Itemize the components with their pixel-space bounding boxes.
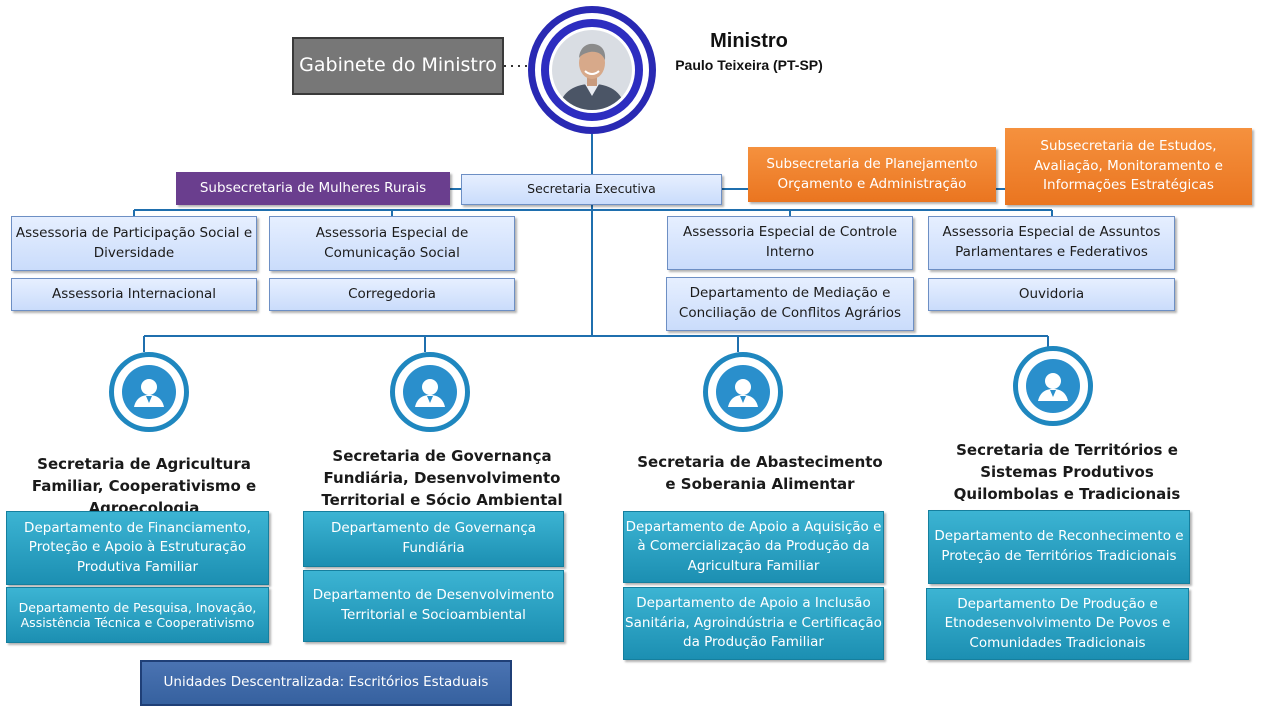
- departamento-2a-label: Departamento de Governança Fundiária: [330, 520, 537, 556]
- departamento-3a-label: Departamento de Apoio a Aquisição e à Co…: [625, 518, 882, 574]
- secretaria-executiva-label: Secretaria Executiva: [527, 181, 656, 197]
- secretaria-3-title: Secretaria de Abastecimento e Soberania …: [637, 453, 883, 493]
- assessoria-controle-label: Assessoria Especial de Controle Interno: [683, 224, 897, 260]
- departamento-2a: Departamento de Governança Fundiária: [303, 511, 564, 567]
- gabinete-box: Gabinete do Ministro: [292, 37, 504, 95]
- minister-title: Ministro: [710, 30, 788, 52]
- secretaria-3-person-icon: [703, 352, 783, 432]
- assessoria-comunicacao-label: Assessoria Especial de Comunicação Socia…: [315, 224, 469, 261]
- corregedoria-label: Corregedoria: [348, 285, 436, 302]
- departamento-4a-label: Departamento de Reconhecimento e Proteçã…: [934, 528, 1184, 564]
- subsecretaria-estudos-label: Subsecretaria de Estudos, Avaliação, Mon…: [1034, 138, 1223, 194]
- subsecretaria-planejamento: Subsecretaria de Planejamento Orçamento …: [748, 147, 996, 202]
- secretaria-4-title: Secretaria de Territórios e Sistemas Pro…: [953, 441, 1181, 503]
- departamento-1b: Departamento de Pesquisa, Inovação, Assi…: [6, 587, 269, 643]
- subsecretaria-estudos: Subsecretaria de Estudos, Avaliação, Mon…: [1005, 128, 1252, 205]
- secretaria-executiva: Secretaria Executiva: [461, 174, 722, 205]
- subsecretaria-mulheres-label: Subsecretaria de Mulheres Rurais: [199, 179, 427, 196]
- minister-name: Paulo Teixeira (PT-SP): [675, 57, 823, 73]
- departamento-mediacao-label: Departamento de Mediação e Conciliação d…: [678, 285, 902, 321]
- assessoria-parlamentares: Assessoria Especial de Assuntos Parlamen…: [928, 216, 1175, 270]
- secretaria-4-person-icon: [1013, 346, 1093, 426]
- departamento-1a-label: Departamento de Financiamento, Proteção …: [24, 519, 251, 575]
- departamento-4b: Departamento De Produção e Etnodesenvolv…: [926, 588, 1189, 660]
- minister-photo-icon: [552, 30, 632, 110]
- assessoria-parlamentares-label: Assessoria Especial de Assuntos Parlamen…: [942, 224, 1161, 260]
- subsecretaria-planejamento-label: Subsecretaria de Planejamento Orçamento …: [766, 155, 978, 192]
- departamento-1a: Departamento de Financiamento, Proteção …: [6, 511, 269, 585]
- departamento-mediacao: Departamento de Mediação e Conciliação d…: [666, 277, 914, 331]
- subsecretaria-mulheres-rurais: Subsecretaria de Mulheres Rurais: [176, 172, 450, 205]
- assessoria-participacao: Assessoria de Participação Social e Dive…: [11, 216, 257, 271]
- departamento-2b-label: Departamento de Desenvolvimento Territor…: [312, 587, 555, 623]
- departamento-4b-label: Departamento De Produção e Etnodesenvolv…: [944, 595, 1171, 651]
- unidades-label: Unidades Descentralizada: Escritórios Es…: [163, 674, 489, 691]
- departamento-1b-label: Departamento de Pesquisa, Inovação, Assi…: [18, 600, 257, 630]
- secretaria-1-person-icon: [109, 352, 189, 432]
- gabinete-label: Gabinete do Ministro: [299, 54, 497, 77]
- departamento-4a: Departamento de Reconhecimento e Proteçã…: [928, 510, 1190, 584]
- departamento-2b: Departamento de Desenvolvimento Territor…: [303, 570, 564, 642]
- departamento-3b-label: Departamento de Apoio a Inclusão Sanitár…: [625, 595, 882, 651]
- ouvidoria-label: Ouvidoria: [1018, 285, 1085, 302]
- ouvidoria: Ouvidoria: [928, 278, 1175, 311]
- assessoria-participacao-label: Assessoria de Participação Social e Dive…: [15, 224, 253, 261]
- minister-avatar: [528, 6, 656, 134]
- secretaria-2-title: Secretaria de Governança Fundiária, Dese…: [321, 447, 563, 509]
- departamento-3b: Departamento de Apoio a Inclusão Sanitár…: [623, 587, 884, 660]
- assessoria-controle: Assessoria Especial de Controle Interno: [667, 216, 913, 270]
- assessoria-comunicacao: Assessoria Especial de Comunicação Socia…: [269, 216, 515, 271]
- secretaria-1-title: Secretaria de Agricultura Familiar, Coop…: [31, 455, 257, 517]
- corregedoria: Corregedoria: [269, 278, 515, 311]
- minister-info: Ministro Paulo Teixeira (PT-SP): [664, 30, 834, 73]
- assessoria-internacional-label: Assessoria Internacional: [51, 285, 217, 302]
- departamento-3a: Departamento de Apoio a Aquisição e à Co…: [623, 511, 884, 583]
- unidades-descentralizadas: Unidades Descentralizada: Escritórios Es…: [140, 660, 512, 706]
- secretaria-2-person-icon: [390, 352, 470, 432]
- assessoria-internacional: Assessoria Internacional: [11, 278, 257, 311]
